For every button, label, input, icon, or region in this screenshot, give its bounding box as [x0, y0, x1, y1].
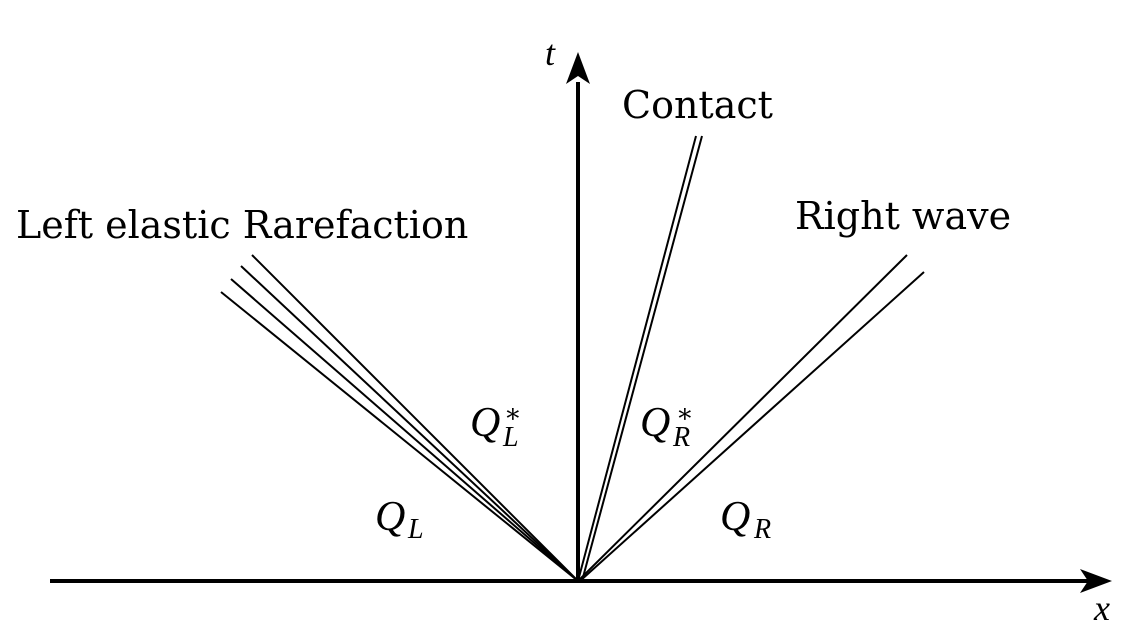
right-wave-line-2: [579, 271, 925, 582]
t-axis: t: [545, 33, 590, 581]
left-rarefaction-label: Left elastic Rarefaction: [16, 203, 468, 247]
t-axis-label: t: [545, 33, 556, 73]
q-right-star-subscript: R: [672, 422, 690, 453]
left-fan-ray-3: [240, 265, 579, 582]
state-q-right: Q R: [720, 494, 771, 545]
q-right-star-superscript: ∗: [676, 399, 694, 428]
q-right-subscript: R: [753, 514, 771, 545]
q-left-subscript: L: [407, 514, 424, 545]
x-axis: x: [50, 569, 1112, 628]
state-q-right-star: Q ∗ R: [640, 399, 694, 453]
x-axis-label: x: [1093, 588, 1110, 628]
q-right-star-base: Q: [640, 400, 670, 446]
state-q-left-star: Q ∗ L: [470, 399, 522, 453]
q-left-star-superscript: ∗: [504, 399, 522, 428]
contact-label: Contact: [622, 83, 773, 127]
q-right-base: Q: [720, 494, 750, 540]
contact-line-2: [581, 135, 703, 582]
q-left-star-base: Q: [470, 400, 500, 446]
left-fan-ray-2: [230, 278, 579, 582]
q-left-star-subscript: L: [502, 422, 519, 453]
left-fan-ray-4: [251, 254, 579, 582]
right-wave-label: Right wave: [795, 194, 1011, 238]
left-rarefaction-fan: [220, 254, 579, 582]
state-q-left: Q L: [375, 494, 424, 545]
t-axis-arrowhead: [566, 52, 590, 84]
left-fan-ray-1: [220, 291, 579, 582]
contact-discontinuity: [577, 135, 703, 582]
contact-line-1: [577, 135, 697, 582]
right-wave: [577, 254, 925, 582]
q-left-base: Q: [375, 494, 405, 540]
x-axis-arrowhead: [1080, 569, 1112, 593]
right-wave-line-1: [577, 254, 908, 582]
